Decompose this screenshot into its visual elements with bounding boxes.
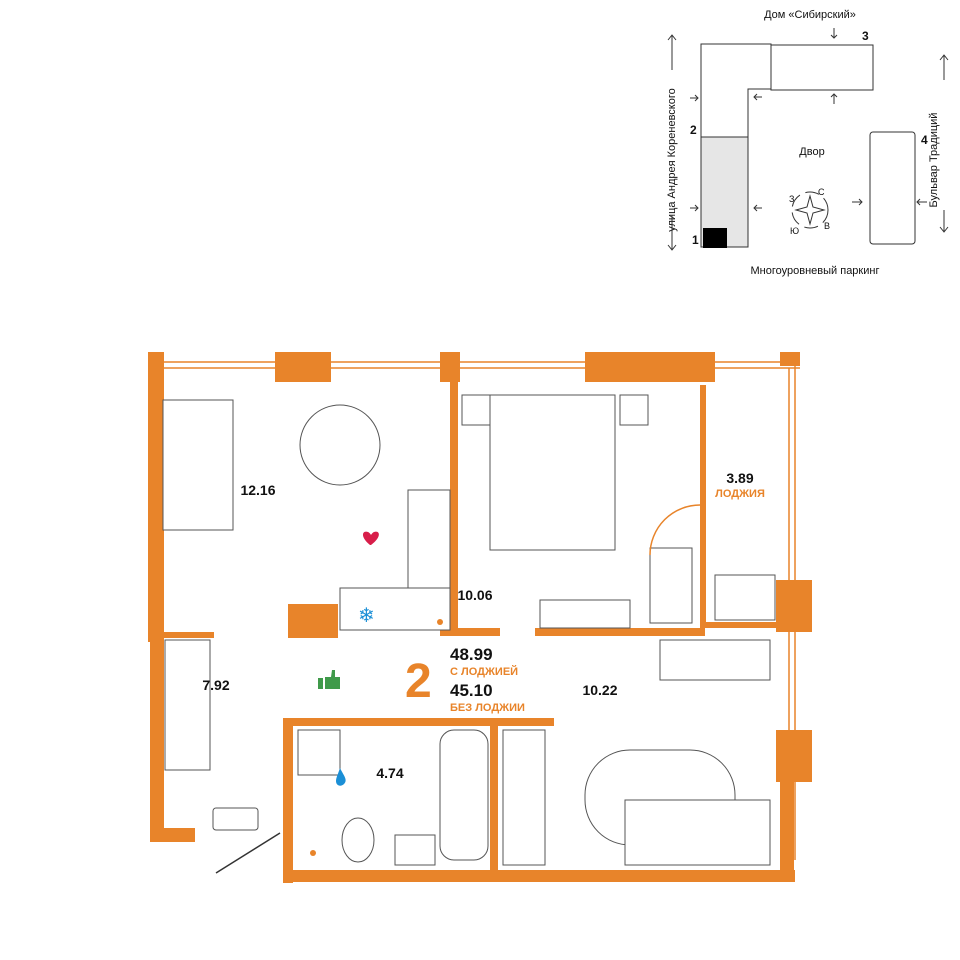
washing-machine bbox=[297, 729, 341, 776]
compass-north: С bbox=[818, 187, 825, 197]
apartment-location-marker bbox=[703, 228, 727, 248]
room-area-bedroom: 10.06 bbox=[457, 587, 492, 603]
rooms-count: 2 bbox=[405, 655, 432, 708]
kitchen-counter bbox=[407, 489, 451, 591]
bathtub bbox=[439, 729, 489, 861]
bathroom-sink bbox=[394, 834, 436, 866]
bathroom-dot-icon bbox=[310, 850, 316, 856]
work-desk bbox=[659, 639, 771, 681]
room-area-second-room: 10.22 bbox=[582, 682, 617, 698]
nightstand-right bbox=[619, 394, 649, 426]
site-plan: Дом «Сибирский» Многоуровневый паркинг у… bbox=[666, 9, 949, 277]
kitchen-counter-bottom bbox=[339, 587, 451, 631]
heart-icon[interactable] bbox=[363, 531, 379, 545]
room-area-bathroom: 4.74 bbox=[376, 765, 403, 781]
site-top-label: Дом «Сибирский» bbox=[764, 9, 856, 21]
building-2 bbox=[700, 43, 772, 138]
snowflake-icon: ❄ bbox=[358, 605, 375, 627]
section-3: 3 bbox=[862, 29, 869, 43]
water-drop-icon bbox=[336, 768, 346, 786]
section-1: 1 bbox=[692, 233, 699, 247]
site-bottom-label: Многоуровневый паркинг bbox=[751, 265, 880, 277]
furniture bbox=[162, 394, 776, 874]
site-left-label: улица Андрея Кореневского bbox=[666, 88, 678, 232]
area-without-loggia: 45.10 bbox=[450, 681, 493, 700]
walls bbox=[148, 352, 812, 883]
hallway-radiator bbox=[164, 639, 211, 771]
compass-south: Ю bbox=[790, 226, 799, 236]
kitchen-dot-icon bbox=[437, 619, 443, 625]
room-area-kitchen-living: 12.16 bbox=[240, 482, 275, 498]
section-2: 2 bbox=[690, 123, 697, 137]
compass-east: В bbox=[824, 221, 830, 231]
entrance-mat bbox=[212, 807, 259, 831]
area-with-loggia: 48.99 bbox=[450, 645, 493, 664]
nightstand-left bbox=[461, 394, 491, 426]
building-4 bbox=[869, 131, 916, 245]
toilet bbox=[341, 817, 375, 863]
room-area-loggia: 3.89 bbox=[726, 470, 753, 486]
room-area-hallway: 7.92 bbox=[202, 677, 229, 693]
site-right-label: Бульвар Традиций bbox=[928, 113, 940, 208]
compass-west: З bbox=[789, 194, 794, 204]
building-3 bbox=[770, 44, 874, 91]
without-loggia-label: БЕЗ ЛОДЖИИ bbox=[450, 702, 525, 714]
yard-label: Двор bbox=[799, 146, 824, 158]
loggia-door-swing bbox=[649, 504, 701, 556]
sofa bbox=[162, 399, 234, 531]
bedroom-dresser bbox=[539, 599, 631, 629]
entrance-door bbox=[215, 832, 281, 874]
loggia-label: ЛОДЖИЯ bbox=[715, 488, 765, 500]
single-bed bbox=[624, 799, 771, 866]
with-loggia-label: С ЛОДЖИЕЙ bbox=[450, 665, 518, 678]
section-4: 4 bbox=[921, 133, 928, 147]
radiator-bedroom bbox=[649, 547, 693, 624]
compass-icon: С З В Ю bbox=[789, 187, 830, 236]
entrance-arrows bbox=[667, 28, 949, 251]
bed bbox=[489, 394, 616, 551]
dining-table bbox=[299, 404, 381, 486]
loggia-desk bbox=[714, 574, 776, 621]
room-radiator bbox=[502, 729, 546, 866]
thumbs-up-icon[interactable] bbox=[318, 670, 340, 689]
